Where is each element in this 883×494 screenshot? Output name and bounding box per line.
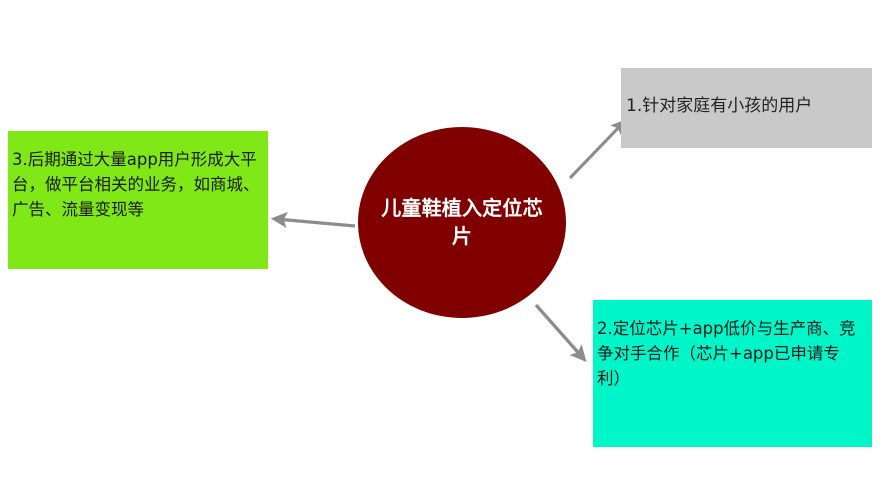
note-box-green-label: 3.后期通过大量app用户形成大平台，做平台相关的业务，如商城、广告、流量变现等: [12, 150, 260, 220]
connector-to-cyan-box: [534, 303, 587, 362]
note-box-growth-platform[interactable]: 3.后期通过大量app用户形成大平台，做平台相关的业务，如商城、广告、流量变现等: [8, 131, 268, 269]
note-box-partnership[interactable]: 2.定位芯片+app低价与生产商、竞争对手合作（芯片+app已申请专利）: [593, 300, 872, 447]
central-concept-label: 儿童鞋植入定位芯片: [381, 195, 543, 248]
note-box-target-users[interactable]: 1.针对家庭有小孩的用户: [621, 68, 872, 148]
note-box-gray-label: 1.针对家庭有小孩的用户: [626, 96, 813, 116]
note-box-cyan-label: 2.定位芯片+app低价与生产商、竞争对手合作（芯片+app已申请专利）: [597, 319, 856, 388]
connector-to-green-box: [270, 211, 356, 229]
central-concept-node[interactable]: 儿童鞋植入定位芯片: [358, 127, 566, 318]
connector-to-gray-box: [568, 119, 627, 180]
